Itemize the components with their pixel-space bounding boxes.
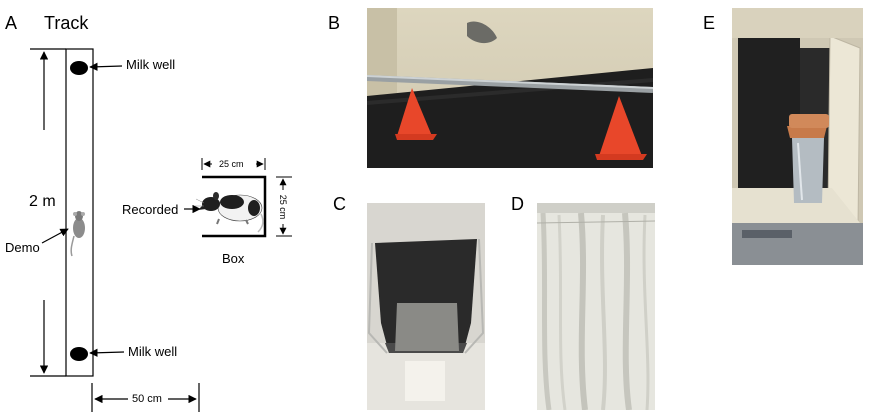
photo-cup-apparatus: [732, 8, 863, 265]
milk-well-bottom-arrow: [89, 348, 125, 357]
panel-label-c: C: [333, 194, 346, 214]
milk-well-top-marker: [70, 61, 88, 75]
milk-well-bottom-label: Milk well: [128, 344, 178, 359]
box-caption: Box: [222, 251, 245, 266]
track-title: Track: [44, 13, 89, 33]
box-width-label: 25 cm: [219, 159, 244, 169]
photo-recording-box: [367, 203, 485, 410]
box-height-label: 25 cm: [278, 194, 288, 220]
recorded-label: Recorded: [122, 202, 179, 217]
demo-label: Demo: [5, 240, 40, 255]
panel-label-b: B: [328, 13, 341, 33]
milk-well-top-label: Milk well: [126, 57, 176, 72]
recorded-rat-icon: [195, 192, 264, 233]
milk-well-bottom-marker: [70, 347, 88, 361]
panel-label-d: D: [511, 194, 524, 214]
demo-arrow: [41, 228, 69, 244]
track-width-label: 50 cm: [132, 393, 162, 405]
track-length-label: 2 m: [29, 193, 56, 210]
photo-curtain: [537, 203, 655, 410]
panel-label-a: A: [5, 13, 18, 33]
box-outline: [202, 175, 267, 238]
demo-rat-icon: [70, 211, 85, 257]
milk-well-top-arrow: [89, 62, 123, 71]
panel-label-e: E: [703, 13, 716, 33]
photo-bar-and-cones: [367, 8, 653, 168]
